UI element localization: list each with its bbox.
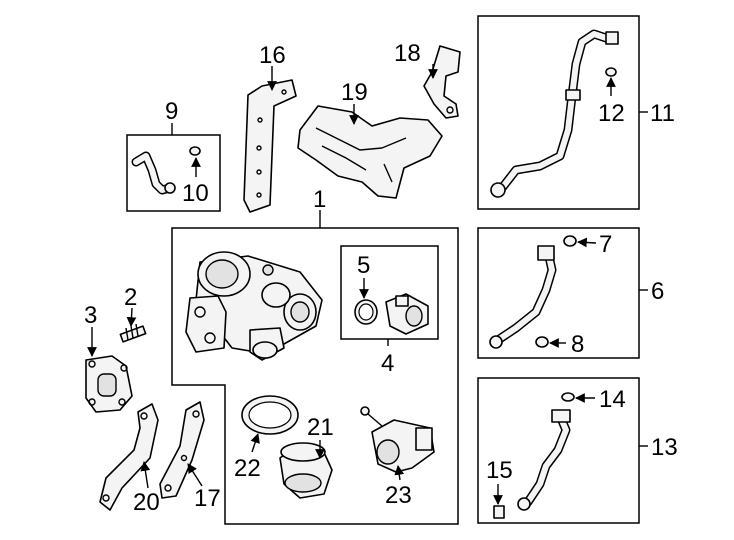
callout-23: 23 [385,482,412,509]
callout-6: 6 [651,278,664,305]
gasket-ring-22 [241,395,299,435]
clamp-15 [493,505,505,519]
callout-2: 2 [124,284,137,311]
lower-bracket-17 [159,401,205,499]
coolant-pipe-box [477,227,640,359]
stud [119,323,147,343]
seal-ring-8 [535,336,549,348]
diverter-valve [385,293,429,335]
callout-21: 21 [307,414,334,441]
callout-18: 18 [394,40,421,67]
callout-3: 3 [84,302,97,329]
oil-feed-pipe [490,29,619,198]
turbo-assembly-box [171,227,459,525]
seal-ring-14 [561,392,575,402]
callout-15: 15 [486,457,513,484]
leader-lines [87,64,648,505]
callout-12: 12 [598,100,625,127]
o-ring-5-inner [358,303,374,321]
support-bracket [423,45,461,119]
callout-19: 19 [341,79,368,106]
seal-ring-7 [563,235,577,247]
callout-14: 14 [599,386,626,413]
oil-line-kit-box [126,134,221,212]
callout-5: 5 [357,252,370,279]
lower-bracket-20 [99,403,159,511]
callout-7: 7 [599,231,612,258]
callout-10: 10 [182,180,209,207]
callout-9: 9 [165,98,178,125]
callout-13: 13 [651,434,678,461]
callout-8: 8 [571,331,584,358]
oil-line-small [131,151,176,195]
coolant-pipe [489,245,557,349]
callout-22: 22 [234,455,261,482]
seal-ring-12 [605,67,617,77]
heat-shield-strip [243,79,297,213]
oil-return-pipe [517,409,571,511]
callout-1: 1 [313,186,326,213]
callout-16: 16 [259,42,286,69]
callout-11: 11 [650,100,675,127]
outlet-elbow [279,442,333,499]
turbo-gasket [85,355,133,413]
turbo-heat-shield [297,105,443,199]
turbocharger [185,251,323,361]
actuator-kit-box [340,245,439,340]
seal-ring-10 [189,146,201,156]
wastegate-actuator [360,406,435,473]
callout-20: 20 [133,489,160,516]
callout-17: 17 [194,485,221,512]
callout-4: 4 [381,350,394,377]
return-pipe-box [477,377,640,524]
